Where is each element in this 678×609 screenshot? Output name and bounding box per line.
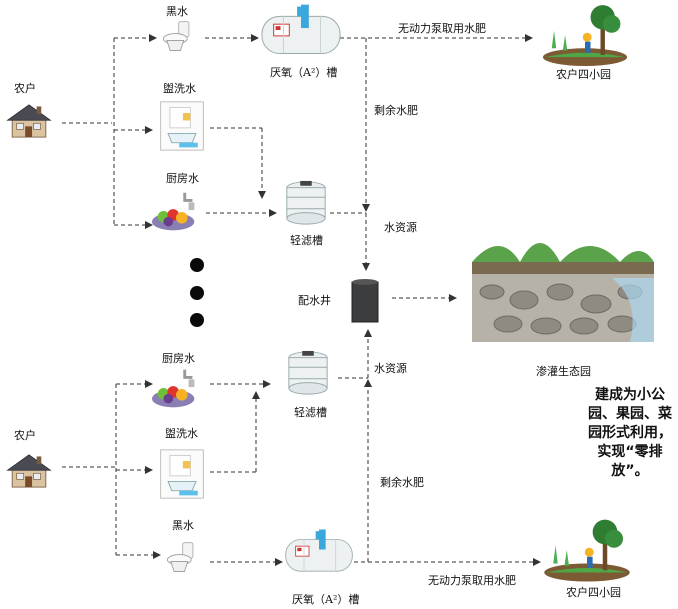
label-household-top: 农户	[14, 82, 36, 95]
filter-tank-icon-bottom	[288, 350, 328, 395]
label-distribution-well: 配水井	[298, 294, 331, 307]
label-water-resource-bottom: 水资源	[374, 362, 407, 375]
zero-discharge-note: 建成为小公园、果园、菜园形式利用，实现“零排放”。	[588, 387, 672, 479]
label-wash-water-bottom: 盥洗水	[165, 427, 198, 440]
label-household-bottom: 农户	[14, 429, 36, 442]
label-remaining-fertilizer-top: 剩余水肥	[374, 104, 418, 117]
label-unpowered-pump-bottom: 无动力泵取用水肥	[428, 574, 516, 587]
ellipsis-dot-2	[190, 286, 204, 300]
label-water-resource-top: 水资源	[384, 221, 417, 234]
ellipsis-dot-3	[190, 313, 204, 327]
top-group-arrows	[62, 34, 533, 271]
label-filter-tank-bottom: 轻滤槽	[294, 406, 327, 419]
label-black-water-top: 黑水	[166, 5, 188, 18]
label-garden-bottom: 农户四小园	[566, 586, 621, 599]
toilet-icon-bottom	[166, 542, 194, 573]
house-icon-top	[7, 104, 51, 138]
sink-icon-top	[160, 101, 204, 151]
filter-tank-icon-top	[286, 180, 326, 225]
toilet-icon-top	[162, 21, 190, 52]
label-garden-top: 农户四小园	[556, 68, 611, 81]
garden-icon-bottom	[544, 519, 630, 582]
ellipsis-dot-1	[190, 258, 204, 272]
label-wetland-garden: 渗灌生态园	[536, 365, 591, 378]
label-wash-water-top: 盥洗水	[163, 82, 196, 95]
label-filter-tank-top: 轻滤槽	[290, 234, 323, 247]
wetland-icon	[472, 243, 654, 342]
label-anaerobic-tank-top: 厌氧（A²）槽	[270, 66, 338, 79]
bottom-group-arrows	[62, 329, 541, 566]
label-black-water-bottom: 黑水	[172, 519, 194, 532]
label-kitchen-water-bottom: 厨房水	[162, 352, 195, 365]
house-icon-bottom	[7, 454, 51, 488]
label-kitchen-water-top: 厨房水	[166, 172, 199, 185]
label-unpowered-pump-top: 无动力泵取用水肥	[398, 22, 486, 35]
sink-icon-bottom	[160, 449, 204, 499]
distribution-well-icon	[351, 279, 379, 323]
label-anaerobic-tank-bottom: 厌氧（A²）槽	[292, 593, 360, 606]
kitchen-icon-bottom	[150, 368, 196, 409]
kitchen-icon-top	[150, 191, 196, 232]
garden-icon-top	[542, 5, 628, 66]
anaerobic-tank-icon-bottom	[285, 529, 353, 572]
label-remaining-fertilizer-bottom: 剩余水肥	[380, 476, 424, 489]
anaerobic-tank-icon-top	[261, 4, 341, 54]
